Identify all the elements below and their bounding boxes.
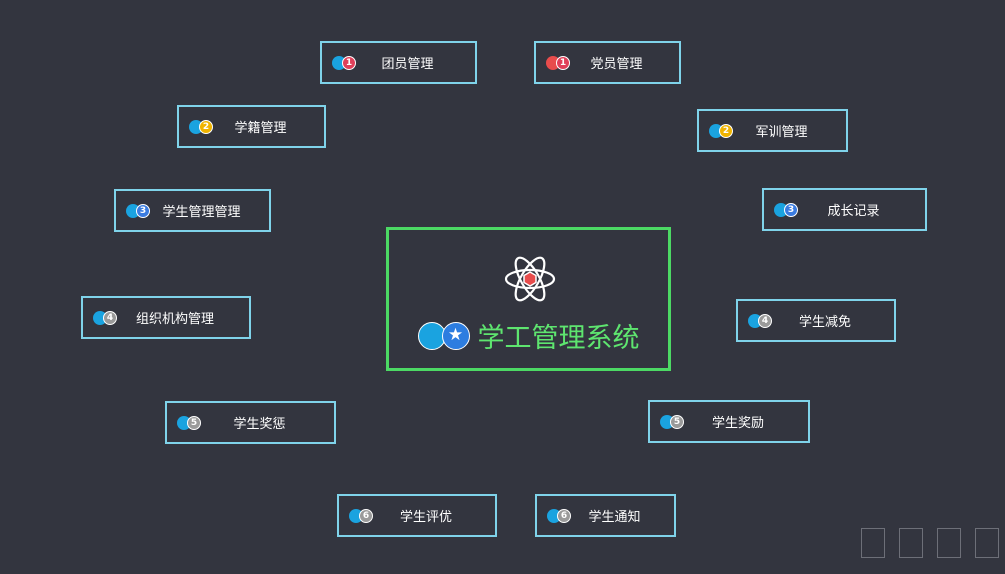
number-badge: 6 bbox=[359, 508, 373, 523]
module-学生减免[interactable]: 4 学生减免 bbox=[736, 299, 896, 342]
module-学籍管理[interactable]: 2 学籍管理 bbox=[177, 105, 326, 148]
module-label: 学生奖惩 bbox=[233, 417, 286, 432]
star-icon: ★ bbox=[441, 321, 470, 350]
module-label: 军训管理 bbox=[755, 125, 808, 140]
number-badge: 6 bbox=[557, 508, 571, 523]
number-badge: 1 bbox=[342, 55, 356, 70]
number-badge: 2 bbox=[199, 119, 213, 134]
number-badge: 5 bbox=[187, 415, 201, 430]
placeholder-square bbox=[899, 528, 923, 558]
module-组织机构管理[interactable]: 4 组织机构管理 bbox=[81, 296, 251, 339]
module-badge-icon: 2 bbox=[709, 123, 737, 139]
number-badge: 3 bbox=[136, 203, 150, 218]
number-badge: 4 bbox=[103, 310, 117, 325]
module-badge-icon: 3 bbox=[126, 203, 154, 219]
central-badge-icon: ★ bbox=[417, 321, 472, 351]
module-label: 学生减免 bbox=[798, 315, 851, 330]
atom-icon bbox=[504, 256, 556, 302]
placeholder-square bbox=[937, 528, 961, 558]
number-badge: 2 bbox=[719, 123, 733, 138]
module-badge-icon: 1 bbox=[546, 55, 574, 71]
module-badge-icon: 3 bbox=[774, 202, 802, 218]
module-badge-icon: 4 bbox=[93, 310, 121, 326]
module-badge-icon: 5 bbox=[177, 415, 205, 431]
module-学生奖惩[interactable]: 5 学生奖惩 bbox=[165, 401, 336, 444]
module-label: 学生奖励 bbox=[711, 416, 764, 431]
module-党员管理[interactable]: 1 党员管理 bbox=[534, 41, 681, 84]
placeholder-square bbox=[975, 528, 999, 558]
number-badge: 4 bbox=[758, 313, 772, 328]
module-label: 党员管理 bbox=[590, 57, 643, 72]
module-badge-icon: 6 bbox=[349, 508, 377, 524]
module-badge-icon: 1 bbox=[332, 55, 360, 71]
module-badge-icon: 6 bbox=[547, 508, 575, 524]
module-学生奖励[interactable]: 5 学生奖励 bbox=[648, 400, 810, 443]
central-title: 学工管理系统 bbox=[477, 323, 640, 354]
module-badge-icon: 4 bbox=[748, 313, 776, 329]
number-badge: 5 bbox=[670, 414, 684, 429]
module-军训管理[interactable]: 2 军训管理 bbox=[697, 109, 848, 152]
module-团员管理[interactable]: 1 团员管理 bbox=[320, 41, 477, 84]
placeholder-square bbox=[861, 528, 885, 558]
module-成长记录[interactable]: 3 成长记录 bbox=[762, 188, 927, 231]
module-badge-icon: 2 bbox=[189, 119, 217, 135]
module-badge-icon: 5 bbox=[660, 414, 688, 430]
number-badge: 1 bbox=[556, 55, 570, 70]
module-学生通知[interactable]: 6 学生通知 bbox=[535, 494, 676, 537]
module-label: 学生评优 bbox=[399, 510, 452, 525]
module-学生管理管理[interactable]: 3 学生管理管理 bbox=[114, 189, 271, 232]
module-学生评优[interactable]: 6 学生评优 bbox=[337, 494, 497, 537]
module-label: 学生通知 bbox=[588, 510, 641, 525]
module-label: 组织机构管理 bbox=[135, 312, 214, 327]
module-label: 学籍管理 bbox=[234, 121, 287, 136]
module-label: 团员管理 bbox=[381, 57, 434, 72]
central-node[interactable]: ★ 学工管理系统 bbox=[386, 227, 671, 371]
number-badge: 3 bbox=[784, 202, 798, 217]
central-title-row: ★ 学工管理系统 bbox=[389, 316, 668, 355]
module-label: 学生管理管理 bbox=[162, 205, 241, 220]
module-label: 成长记录 bbox=[827, 204, 880, 219]
